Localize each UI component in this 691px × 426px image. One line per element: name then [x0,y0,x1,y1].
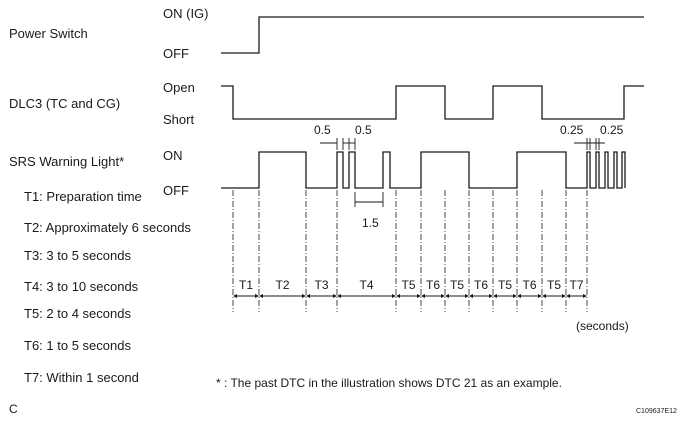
power-switch-waveform [221,16,644,54]
dlc3-short-label: Short [163,112,194,127]
dlc3-waveform [221,85,644,120]
interval-label: T6 [474,278,488,292]
interval-label: T6 [426,278,440,292]
pulse-gap-label: 1.5 [362,216,379,230]
interval-arrowhead [233,294,237,298]
interval-arrowhead [493,294,497,298]
pulse-width-label: 0.25 [600,123,624,137]
interval-arrowhead [542,294,546,298]
interval-label: T6 [522,278,536,292]
interval-label: T5 [498,278,512,292]
interval-arrowhead [562,294,566,298]
interval-arrowhead [392,294,396,298]
interval-boundaries [232,190,588,312]
unit-label: (seconds) [576,319,629,333]
interval-arrowhead [517,294,521,298]
interval-arrowhead [469,294,473,298]
interval-label: T3 [314,278,328,292]
interval-arrowhead [255,294,259,298]
period-description: T6: 1 to 5 seconds [24,338,131,353]
interval-label: T1 [239,278,253,292]
interval-arrowhead [421,294,425,298]
interval-label: T5 [547,278,561,292]
figure-id: C109637E12 [636,408,677,415]
dlc3-open-label: Open [163,80,195,95]
dlc3-label: DLC3 (TC and CG) [9,96,120,111]
period-description: T2: Approximately 6 seconds [24,220,191,235]
interval-arrowhead [259,294,263,298]
interval-arrowhead [566,294,570,298]
srs-warning-light-label: SRS Warning Light* [9,154,124,169]
pulse-width-label: 0.5 [355,123,372,137]
period-description: T4: 3 to 10 seconds [24,279,139,294]
interval-label: T5 [401,278,415,292]
period-description: T5: 2 to 4 seconds [24,306,131,321]
period-description: T7: Within 1 second [24,370,139,385]
interval-arrowhead [417,294,421,298]
pulse-width-annotations [320,138,605,207]
interval-arrowhead [445,294,449,298]
interval-arrowhead [489,294,493,298]
interval-arrowhead [302,294,306,298]
interval-arrowhead [306,294,310,298]
srs-on-label: ON [163,148,183,163]
srs-warning-light-waveform [221,151,626,189]
power-switch-label: Power Switch [9,26,88,41]
corner-mark: C [9,402,18,416]
interval-arrowhead [513,294,517,298]
period-description: T3: 3 to 5 seconds [24,248,131,263]
interval-label: T4 [359,278,373,292]
period-description: T1: Preparation time [24,189,142,204]
power-on-label: ON (IG) [163,6,209,21]
pulse-width-label: 0.25 [560,123,584,137]
interval-arrowhead [538,294,542,298]
interval-label: T7 [569,278,583,292]
interval-arrowhead [583,294,587,298]
interval-arrowhead [337,294,341,298]
interval-arrowhead [441,294,445,298]
interval-arrowhead [465,294,469,298]
interval-arrows: T1 T2 T3 T4 T5 T6 T5 T6 T5 T6 T5 T7 [233,278,587,298]
pulse-width-label: 0.5 [314,123,331,137]
interval-arrowhead [396,294,400,298]
interval-label: T5 [450,278,464,292]
power-off-label: OFF [163,46,189,61]
srs-off-label: OFF [163,183,189,198]
interval-arrowhead [333,294,337,298]
footnote: * : The past DTC in the illustration sho… [216,376,562,390]
interval-label: T2 [275,278,289,292]
